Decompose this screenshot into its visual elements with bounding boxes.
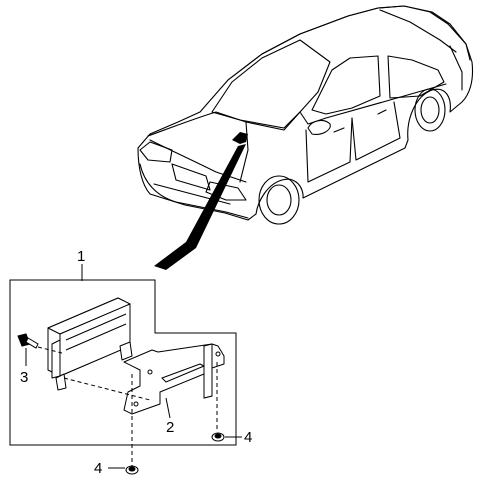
front-bumper (139, 163, 249, 219)
callout-2-leader (165, 397, 171, 419)
callout-2: 2 (166, 419, 174, 436)
alignment-lines (37, 346, 218, 466)
headlight-right (205, 181, 247, 201)
callout-3: 3 (20, 369, 28, 386)
mounting-bracket (123, 343, 225, 415)
nut-right (211, 432, 225, 442)
hood (147, 111, 301, 137)
sensor-location-mark (232, 132, 248, 144)
bolt (17, 333, 39, 349)
control-module (47, 297, 133, 391)
front-wheel (258, 175, 300, 225)
front-side-window (311, 55, 381, 115)
location-pointer (154, 144, 246, 270)
assembly-frame (9, 279, 237, 446)
windshield (211, 39, 331, 129)
callout-4-bottom: 4 (94, 460, 102, 477)
callout-1: 1 (77, 248, 85, 265)
nut-bottom (125, 465, 139, 475)
headlight-left (139, 141, 173, 163)
callout-4-right: 4 (244, 429, 252, 446)
rear-wheel (414, 88, 446, 132)
car-illustration (137, 5, 474, 225)
rear-side-window (387, 55, 445, 99)
grille (171, 163, 211, 191)
side-mirror (307, 119, 331, 135)
